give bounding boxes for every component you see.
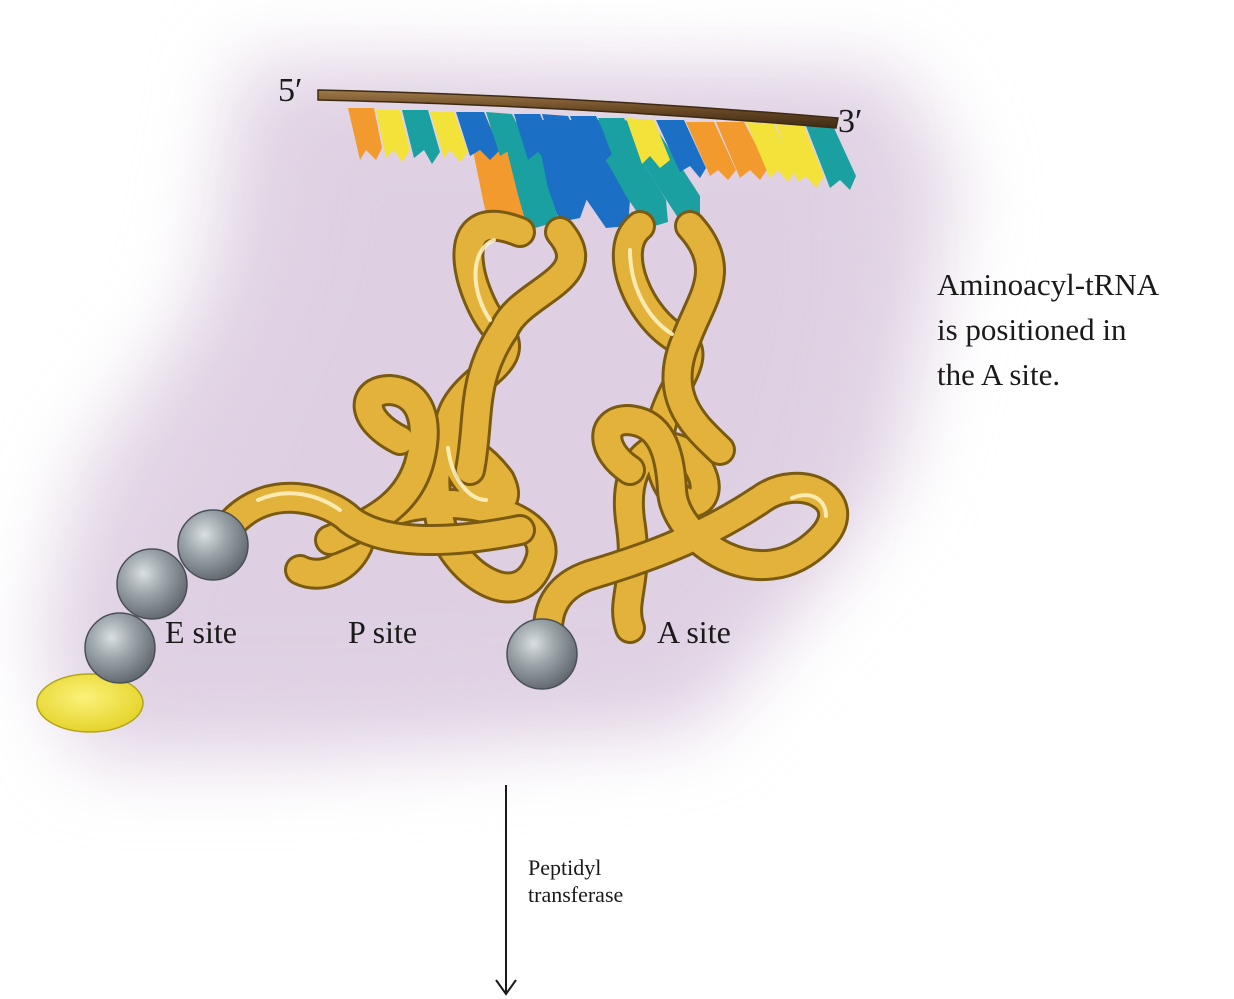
enzyme-label: Peptidyl transferase bbox=[528, 854, 623, 908]
amino-acid-2 bbox=[117, 549, 187, 619]
mrna-5-prime-label: 5′ bbox=[278, 72, 302, 110]
caption-line-2: is positioned in bbox=[937, 307, 1159, 352]
a-site-amino-acid bbox=[507, 619, 577, 689]
caption-line-1: Aminoacyl-tRNA bbox=[937, 262, 1159, 307]
p-site-label: P site bbox=[348, 614, 417, 651]
step-caption: Aminoacyl-tRNA is positioned in the A si… bbox=[937, 262, 1159, 397]
enzyme-line-2: transferase bbox=[528, 881, 623, 908]
amino-acid-3 bbox=[178, 510, 248, 580]
e-site-label: E site bbox=[165, 614, 237, 651]
mrna-3-prime-label: 3′ bbox=[838, 103, 862, 141]
amino-acid-1 bbox=[85, 613, 155, 683]
a-site-label: A site bbox=[657, 614, 731, 651]
enzyme-line-1: Peptidyl bbox=[528, 854, 623, 881]
reaction-arrow bbox=[496, 785, 516, 994]
caption-line-3: the A site. bbox=[937, 352, 1159, 397]
